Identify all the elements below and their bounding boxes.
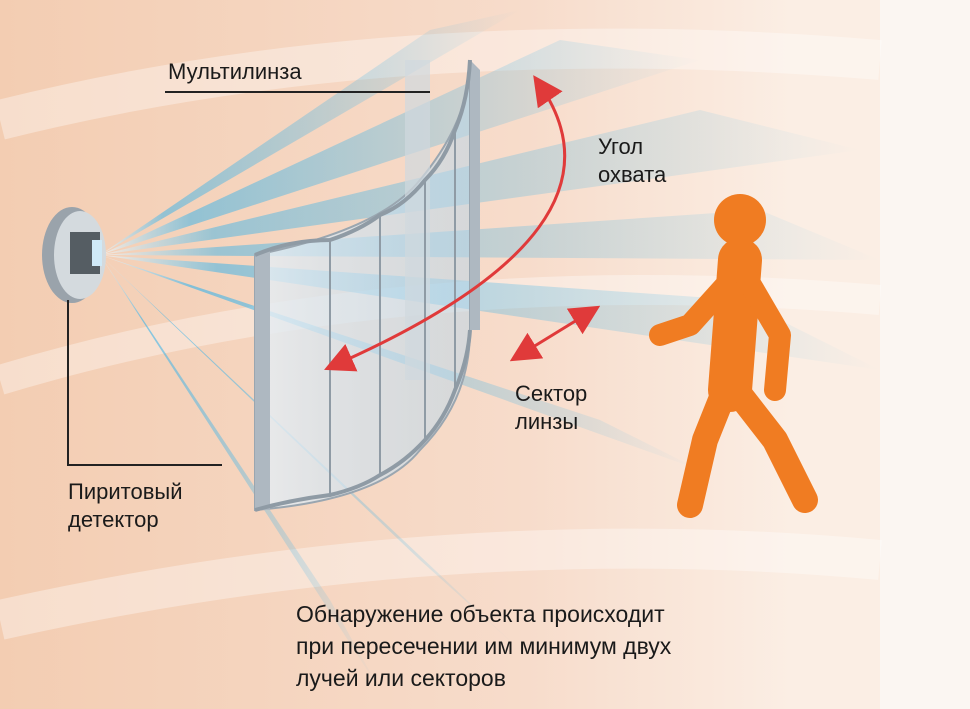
pyro-detector bbox=[42, 207, 106, 303]
detector-label: Пиритовый детектор bbox=[68, 479, 183, 532]
lens-sector-label: Сектор линзы bbox=[515, 381, 588, 434]
multilens-label: Мультилинза bbox=[168, 59, 302, 84]
background-edge bbox=[880, 0, 970, 709]
caption: Обнаружение объекта происходит при перес… bbox=[296, 601, 672, 691]
lens-sector-arrow bbox=[509, 305, 601, 362]
person-figure bbox=[649, 194, 818, 518]
coverage-angle-arrow bbox=[324, 75, 567, 372]
coverage-angle-label: Угол охвата bbox=[598, 134, 667, 187]
